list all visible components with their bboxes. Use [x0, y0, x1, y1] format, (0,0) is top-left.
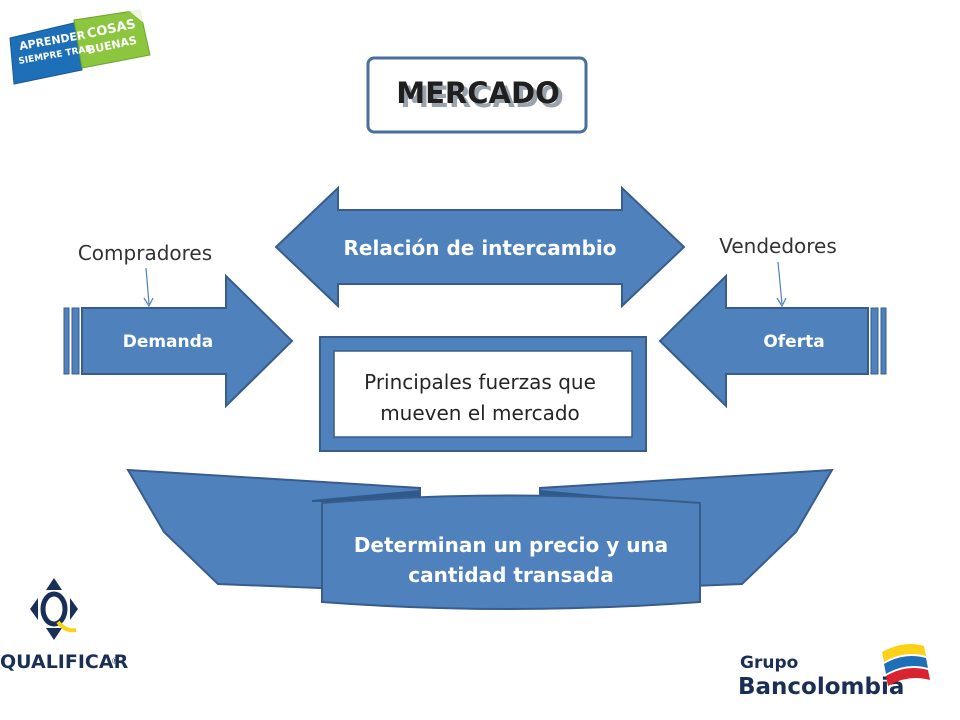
- qualificar-registered-mark: ®: [111, 657, 120, 667]
- buyers-connector-head: [143, 297, 154, 308]
- bancolombia-line2: Bancolombia: [738, 674, 904, 700]
- bancolombia-logo: Grupo Bancolombia: [738, 644, 930, 700]
- demand-arrow: Demanda: [63, 273, 294, 409]
- result-text-line1: Determinan un precio y una: [354, 533, 668, 557]
- qualificar-q-icon: [40, 591, 68, 627]
- result-ribbon: Determinan un precio y una cantidad tran…: [126, 468, 834, 610]
- title-box: MERCADO MERCADO: [366, 56, 588, 134]
- page-title: MERCADO: [396, 76, 559, 110]
- buyers-label: Compradores: [78, 241, 212, 265]
- bancolombia-line1: Grupo: [740, 653, 798, 673]
- result-text-line2: cantidad transada: [408, 563, 613, 587]
- bancolombia-flag-icon: [882, 644, 930, 686]
- qualificar-logo: QUALIFICAR ®: [0, 578, 129, 673]
- center-text-line1: Principales fuerzas que: [364, 370, 596, 394]
- center-text-line2: mueven el mercado: [380, 401, 580, 425]
- sellers-connector: [777, 261, 783, 305]
- demand-label: Demanda: [123, 332, 214, 352]
- qualificar-arrow-right-icon: [70, 598, 78, 620]
- qualificar-name: QUALIFICAR: [0, 651, 129, 673]
- supply-arrow: Oferta: [658, 273, 887, 409]
- sellers-label: Vendedores: [719, 234, 837, 258]
- qualificar-q-tail-icon: [56, 620, 77, 633]
- qualificar-arrow-left-icon: [30, 598, 38, 620]
- exchange-double-arrow: Relación de intercambio: [274, 185, 686, 309]
- qualificar-arrow-down-icon: [46, 628, 62, 640]
- qualificar-arrow-up-icon: [46, 578, 62, 590]
- supply-label: Oferta: [763, 332, 824, 352]
- aprender-badge-logo: APRENDER SIEMPRE TRAE COSAS BUENAS: [9, 6, 151, 85]
- exchange-label: Relación de intercambio: [344, 236, 617, 260]
- center-box: Principales fuerzas que mueven el mercad…: [319, 336, 647, 452]
- buyers-connector: [145, 267, 150, 305]
- title-shadow: MERCADO: [400, 80, 563, 114]
- sellers-connector-head: [776, 297, 787, 308]
